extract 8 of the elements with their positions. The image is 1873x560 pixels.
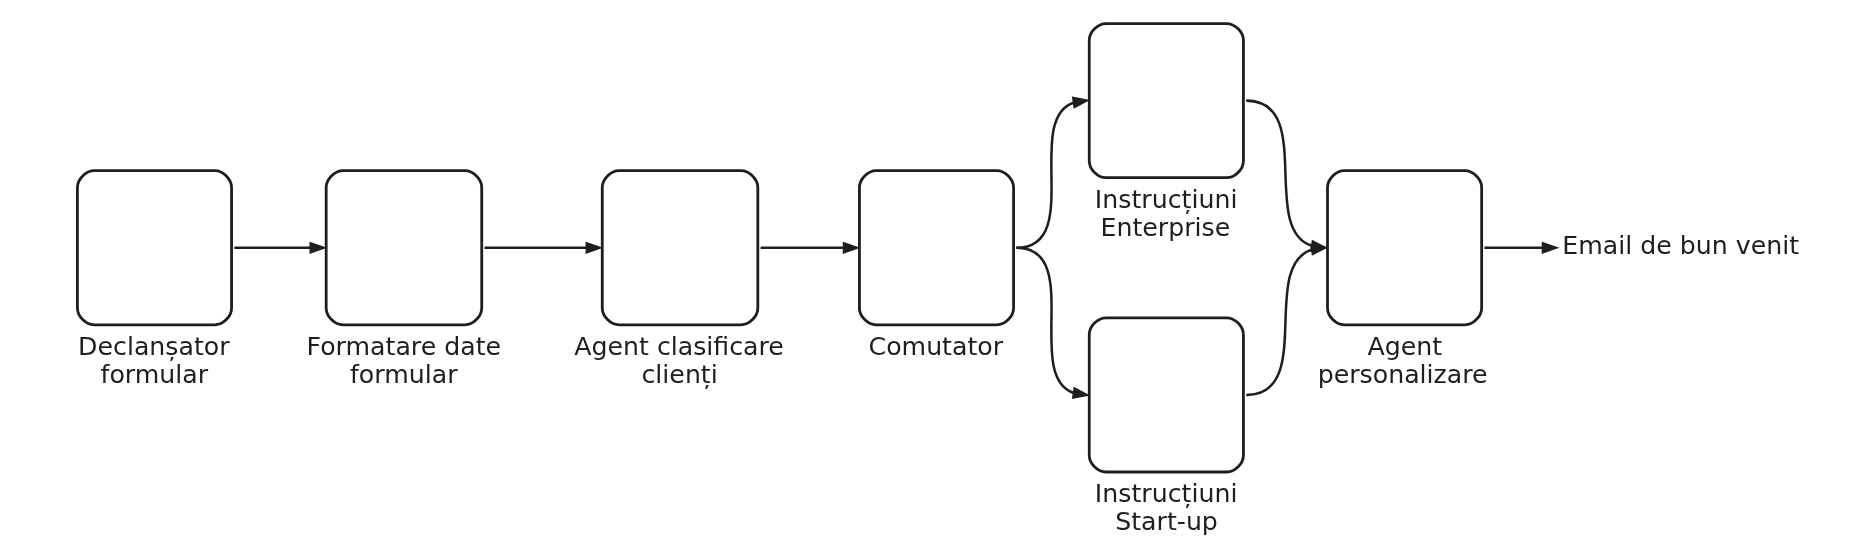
node-label: Comutator [868,331,1004,361]
node-label: Agent clasificare clienți [574,331,784,389]
node-label: Formatare date formular [306,331,502,389]
node-label: Declanșator formular [78,331,230,389]
node-label: Instrucțiuni Enterprise [1094,184,1238,242]
node-label: Instrucțiuni Start-up [1094,478,1238,537]
node-label: Agent personalizare [1317,331,1488,389]
node-text: Email de bun venit [1562,230,1800,260]
